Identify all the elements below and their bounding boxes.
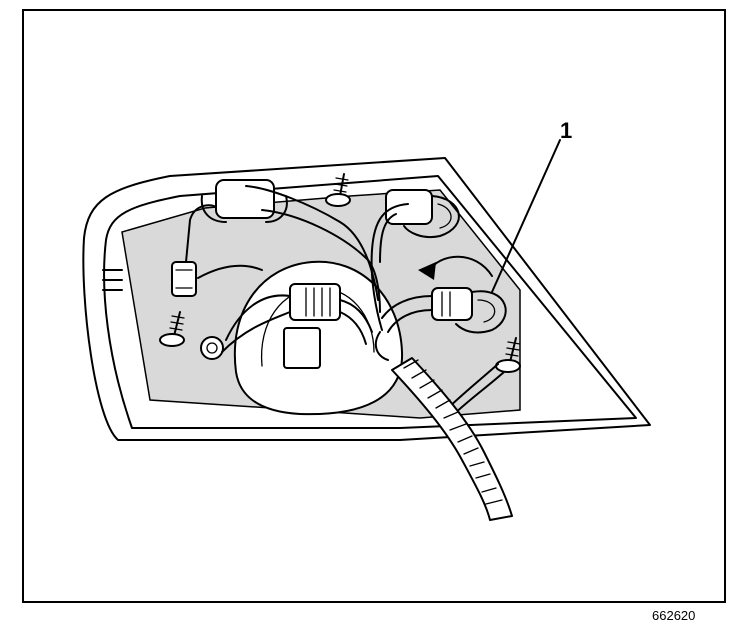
top-socket	[200, 179, 288, 223]
callout-number-1: 1	[560, 118, 573, 143]
callout-leader-line	[491, 139, 561, 293]
housing-slots	[102, 269, 123, 291]
center-connector	[283, 283, 341, 369]
figure-frame	[22, 9, 726, 603]
lamp-housing-inner-lip	[103, 175, 637, 429]
mounting-stud-top	[325, 173, 351, 207]
right-bulb-socket	[431, 287, 507, 334]
figure-id: 662620	[652, 608, 696, 623]
lower-left-socket	[200, 336, 224, 360]
left-connector	[171, 261, 197, 297]
wiring-conduit	[391, 357, 513, 521]
rotation-arrow-icon	[418, 255, 493, 280]
upper-right-socket	[385, 189, 460, 238]
mounting-stud-left	[159, 311, 185, 347]
